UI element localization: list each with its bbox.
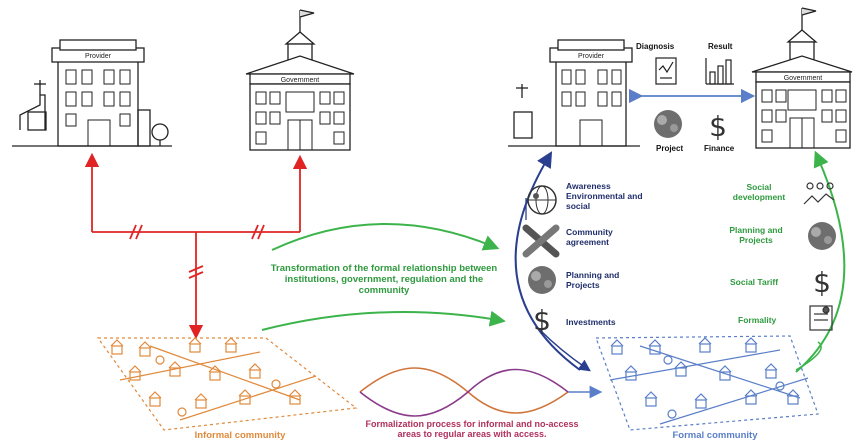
project-label: Project bbox=[656, 144, 684, 153]
result-label: Result bbox=[708, 42, 733, 51]
result-icon bbox=[705, 58, 734, 85]
step-planning-projects-right: Planning and Projects bbox=[729, 225, 783, 245]
dollar-icon: $ bbox=[533, 304, 551, 337]
provider-building-left bbox=[12, 39, 172, 147]
diagnosis-icon bbox=[655, 57, 677, 85]
finance-label: Finance bbox=[704, 144, 735, 153]
formalization-text: Formalization process for informal and n… bbox=[365, 419, 579, 440]
step-social-development: Social development bbox=[732, 182, 786, 202]
planning-icon-right bbox=[808, 222, 836, 250]
informal-community-label: Informal community bbox=[194, 430, 286, 441]
finance-icon: $ bbox=[709, 110, 727, 143]
red-link-lines bbox=[84, 152, 308, 340]
green-side-arrow bbox=[795, 150, 846, 373]
formal-community-label: Formal community bbox=[672, 430, 758, 441]
green-return-arrow bbox=[795, 341, 822, 371]
step-planning-projects: Planning and Projects bbox=[566, 270, 620, 290]
green-transformation-arrows bbox=[261, 223, 506, 331]
government-sign-left: Government bbox=[281, 77, 320, 84]
diagnosis-label: Diagnosis bbox=[636, 42, 675, 51]
government-sign-right: Government bbox=[784, 75, 823, 82]
step-awareness: Awareness Environmental and social bbox=[566, 181, 643, 211]
informal-community-map bbox=[96, 337, 358, 431]
formal-community-map bbox=[595, 335, 819, 431]
checklist-icon bbox=[809, 305, 833, 331]
globe-icon bbox=[527, 185, 557, 215]
step-investments: Investments bbox=[566, 317, 616, 327]
step-formality: Formality bbox=[738, 315, 777, 325]
planning-icon bbox=[528, 266, 556, 294]
handshake-icon bbox=[522, 224, 560, 258]
step-social-tariff: Social Tariff bbox=[730, 277, 779, 287]
provider-sign-right: Provider bbox=[578, 53, 605, 60]
formalization-waves bbox=[359, 367, 603, 417]
people-icon bbox=[803, 182, 835, 205]
provider-sign-left: Provider bbox=[85, 53, 112, 60]
government-building-left bbox=[245, 9, 355, 151]
government-building-right bbox=[751, 7, 853, 149]
step-community-agreement: Community agreement bbox=[566, 227, 613, 247]
social-tariff-dollar-icon: $ bbox=[813, 266, 831, 299]
navy-community-arrows bbox=[539, 329, 591, 372]
transformation-text: Transformation of the formal relationshi… bbox=[270, 263, 498, 296]
provider-building-right bbox=[508, 39, 640, 147]
project-icon bbox=[654, 110, 682, 138]
